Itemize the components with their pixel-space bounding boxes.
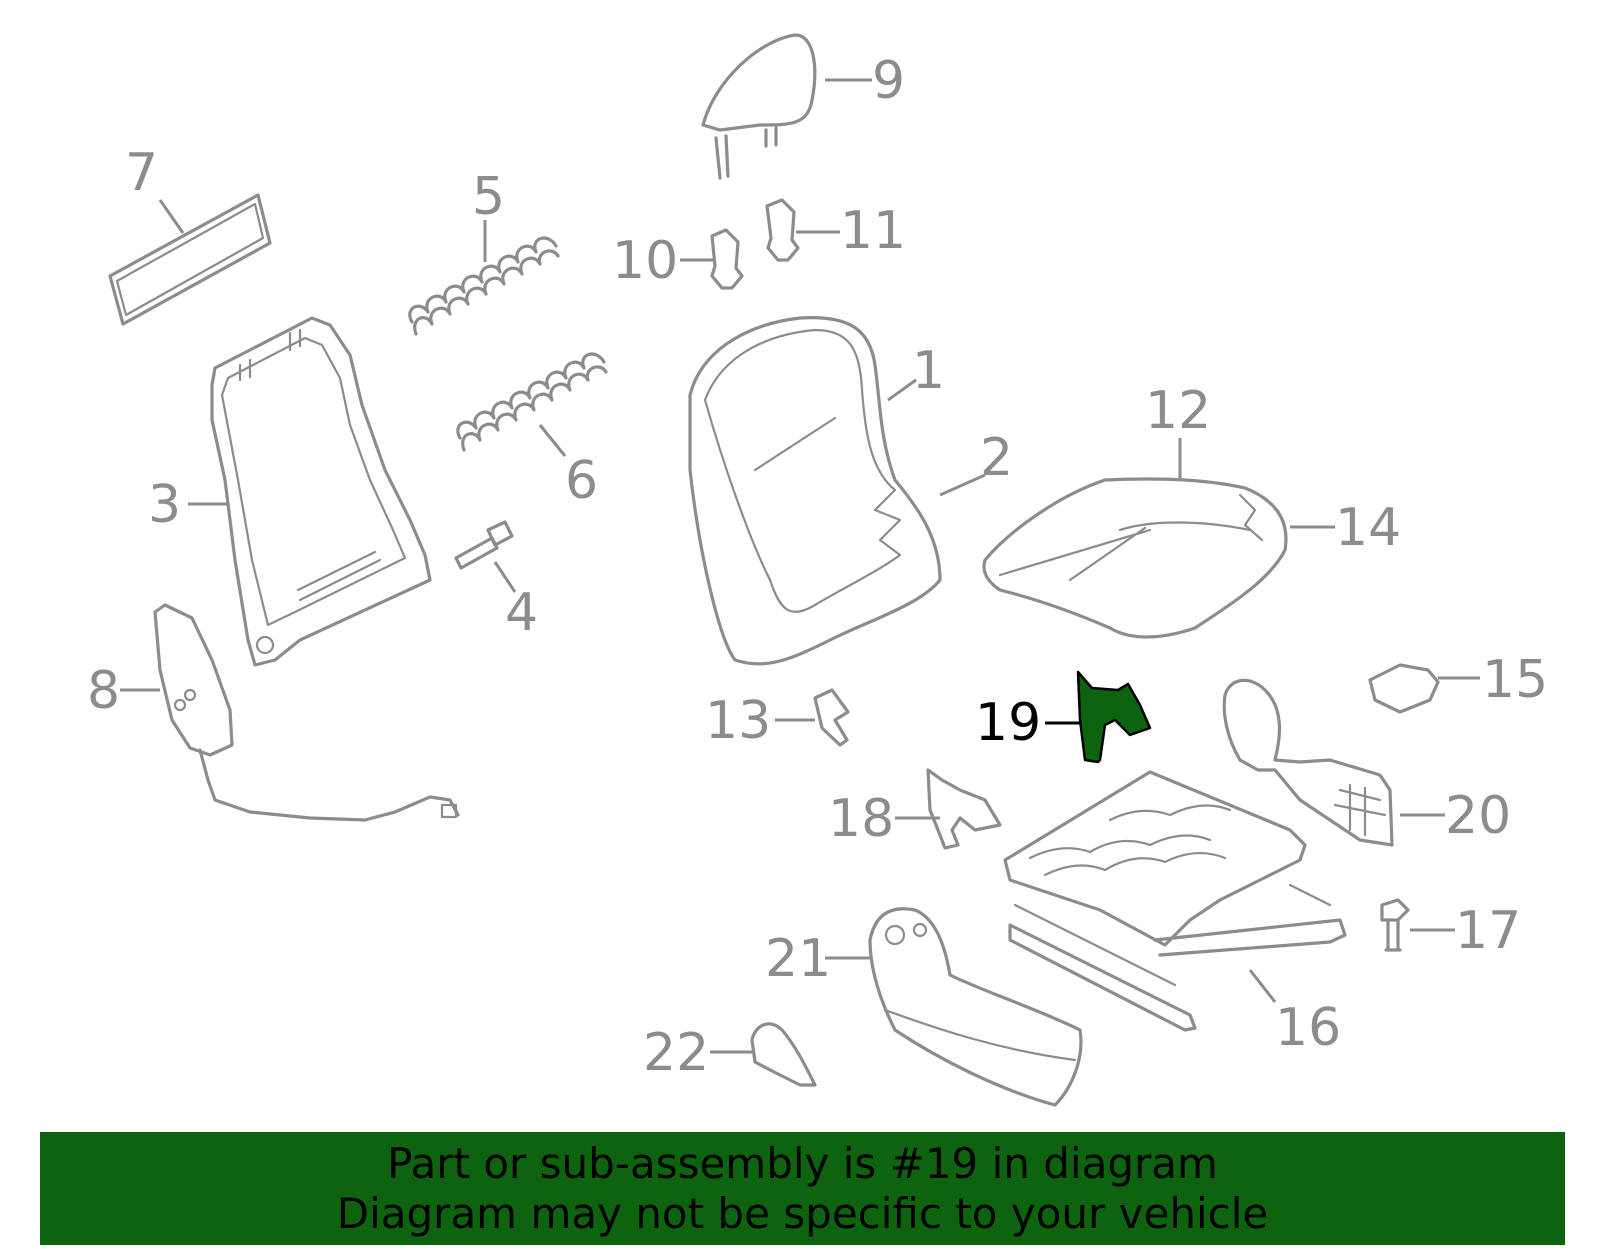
- part-17-bolt[interactable]: [1380, 898, 1410, 952]
- callout-10: 10: [612, 231, 678, 291]
- callout-21: 21: [765, 929, 831, 989]
- leader-lines: [120, 78, 1480, 1054]
- callout-20: 20: [1445, 786, 1511, 846]
- banner-line-2: Diagram may not be specific to your vehi…: [336, 1189, 1269, 1238]
- part-18-bracket[interactable]: [926, 768, 1002, 850]
- callout-12: 12: [1145, 381, 1211, 441]
- callout-13: 13: [705, 691, 771, 751]
- part-1-seatback-cover[interactable]: [688, 316, 942, 666]
- part-7-label-plate[interactable]: [108, 193, 272, 326]
- callout-8: 8: [87, 661, 120, 721]
- callout-1: 1: [912, 341, 945, 401]
- part-3-seatback-frame[interactable]: [210, 316, 432, 667]
- callout-11: 11: [840, 201, 906, 261]
- part-9-headrest[interactable]: [701, 33, 817, 180]
- callout-22: 22: [643, 1023, 709, 1083]
- part-11-guide[interactable]: [765, 198, 800, 262]
- callout-14: 14: [1335, 498, 1401, 558]
- part-10-guide[interactable]: [710, 228, 744, 290]
- callout-6: 6: [565, 451, 598, 511]
- callout-5: 5: [472, 167, 505, 227]
- part-5-spring[interactable]: [408, 236, 560, 336]
- callout-4: 4: [505, 583, 538, 643]
- part-6-spring[interactable]: [456, 352, 608, 452]
- callout-9: 9: [872, 51, 905, 111]
- callout-2: 2: [980, 428, 1013, 488]
- callout-19: 19: [975, 693, 1041, 753]
- part-21-side-cover[interactable]: [868, 907, 1083, 1107]
- part-13-clip[interactable]: [813, 688, 850, 747]
- banner-line-1: Part or sub-assembly is #19 in diagram: [387, 1139, 1218, 1188]
- info-banner: Part or sub-assembly is #19 in diagram D…: [40, 1132, 1565, 1245]
- part-8-side-panel[interactable]: [153, 603, 460, 822]
- part-16-seat-frame[interactable]: [1003, 770, 1347, 1032]
- callout-16: 16: [1275, 998, 1341, 1058]
- callout-17: 17: [1455, 901, 1521, 961]
- callout-labels: 7 5 6 4 3 8 9 10 11 1 2 12 14 13 15 16 1…: [87, 51, 1548, 1083]
- callout-7: 7: [125, 143, 158, 203]
- part-4-bolt[interactable]: [454, 520, 514, 570]
- callout-18: 18: [828, 789, 894, 849]
- callout-15: 15: [1482, 650, 1548, 710]
- callout-3: 3: [148, 475, 181, 535]
- part-12-cushion-cover[interactable]: [982, 477, 1288, 639]
- part-22-knob[interactable]: [750, 1022, 817, 1087]
- part-19-bracket-highlighted[interactable]: [1076, 670, 1152, 764]
- part-15-switch[interactable]: [1368, 663, 1440, 714]
- part-20-side-shield[interactable]: [1222, 678, 1394, 847]
